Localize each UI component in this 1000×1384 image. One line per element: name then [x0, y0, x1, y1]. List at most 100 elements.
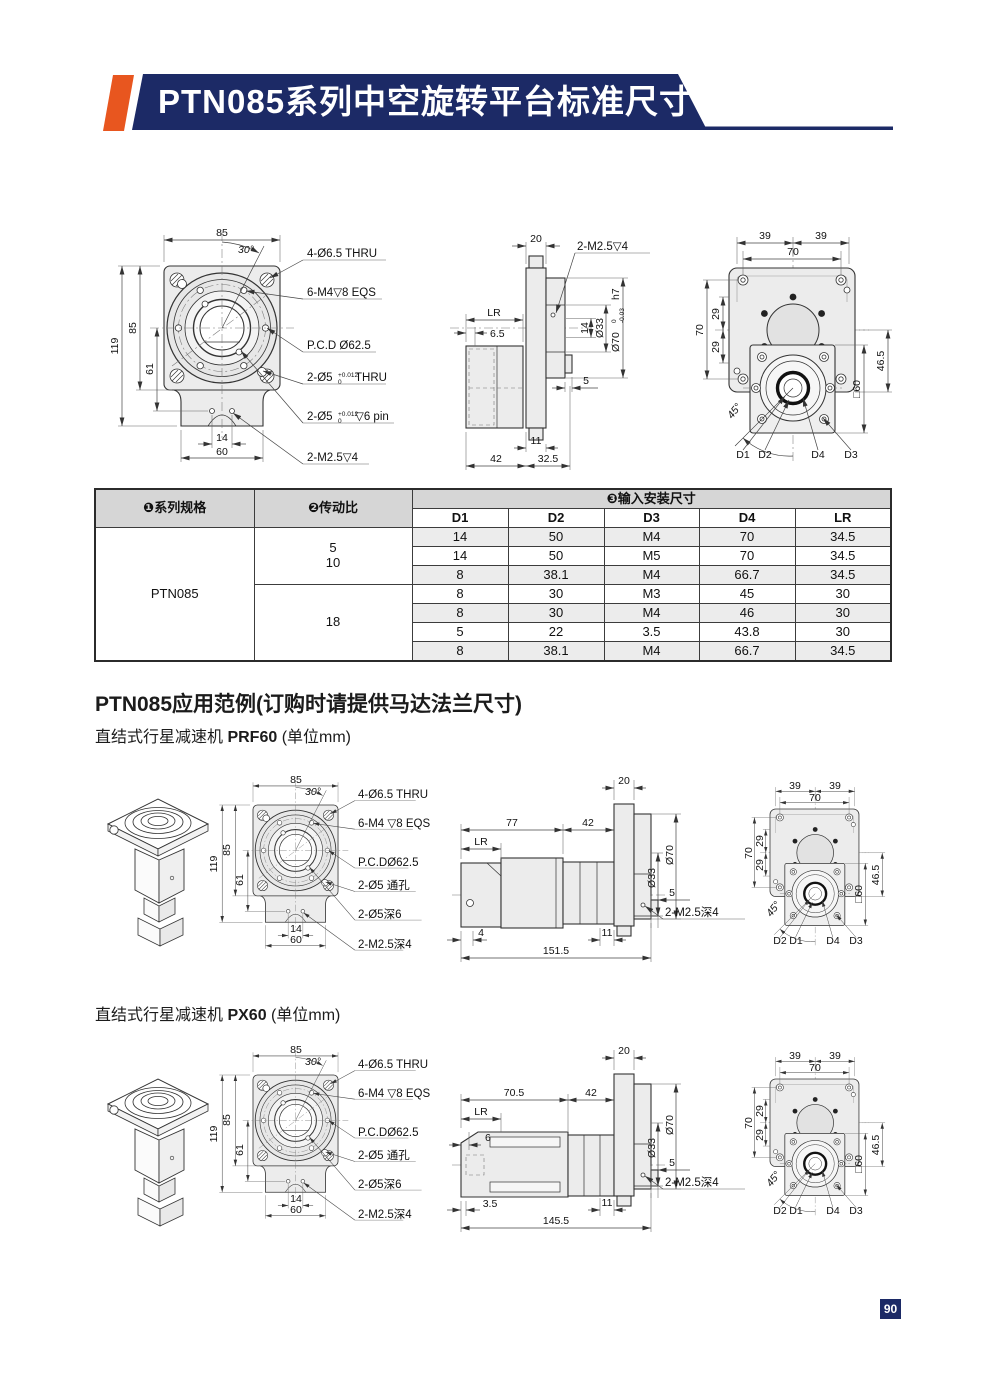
page-title: PTN085系列中空旋转平台标准尺寸: [158, 83, 693, 120]
application-section-title: PTN085应用范例(订购时请提供马达法兰尺寸): [95, 693, 523, 716]
table-row: PTN085 5 10 14 50 M4 70 34.5: [94, 527, 892, 662]
cell: 34.5: [794, 641, 892, 662]
shaft-label: D3: [844, 449, 858, 461]
dim: □60: [851, 380, 863, 398]
callout: P.C.DØ62.5: [358, 1127, 419, 1139]
dim: 20: [618, 1045, 630, 1057]
table-row: 18 8 30 M3 45 30: [95, 584, 892, 662]
dim: 42: [582, 817, 594, 829]
dim: 30°: [305, 1056, 321, 1068]
dim: 70: [743, 847, 755, 859]
px60-rear-view: 39 39 70 70 29 29 46.5 □60 45° D2 D1 D4 …: [743, 1050, 885, 1217]
cell: 14: [411, 546, 509, 566]
col-header-d2: D2: [507, 508, 605, 528]
callout: 2-M2.5▽4: [307, 452, 359, 464]
cell: M4: [603, 565, 700, 585]
table-row: 8 38.1 M4 66.7 34.5: [95, 641, 892, 662]
dim: 14: [216, 432, 228, 444]
dim: 151.5: [543, 945, 569, 957]
dim: 61: [144, 363, 156, 375]
dim: 46.5: [870, 1135, 882, 1156]
dim: 29: [754, 835, 766, 847]
px60-front-view: 85 30° 119 85 61 14 60 4-Ø6.5 THRU 6-M4 …: [208, 1044, 430, 1221]
cell: 30: [794, 603, 892, 623]
callout: 4-Ø6.5 THRU: [358, 1059, 428, 1071]
cell: M3: [603, 584, 700, 604]
callout: 2-Ø5: [307, 411, 333, 423]
cell: 50: [507, 546, 605, 566]
shaft-label: D2: [773, 935, 787, 947]
dim: h7: [610, 288, 622, 300]
dim: LR: [474, 836, 488, 848]
prf60-title-unit: (单位mm): [277, 729, 352, 746]
cell: M4: [603, 641, 700, 662]
dim: 119: [109, 337, 121, 354]
dim: 29: [754, 859, 766, 871]
dim: 29: [710, 341, 722, 353]
std-rear-view: 39 39 70 70 29 29 46.5 □60 45° D1 D2 D4 …: [694, 230, 892, 463]
dim: □60: [853, 885, 865, 903]
dim: 39: [789, 1050, 801, 1062]
table-row: 5 22 3.5 43.8 30: [95, 622, 892, 642]
dim: 14: [290, 1193, 302, 1205]
dim: 61: [234, 1144, 246, 1156]
header-banner: PTN085系列中空旋转平台标准尺寸: [103, 74, 893, 131]
cell: 8: [411, 584, 509, 604]
dim: 45°: [725, 401, 744, 421]
prf60-section-title: 直结式行星减速机 PRF60 (单位mm): [95, 723, 351, 747]
tolerance: +0.012: [338, 372, 358, 379]
dim: 29: [710, 308, 722, 320]
px60-title-prefix: 直结式行星减速机: [95, 1007, 228, 1024]
callout: P.C.DØ62.5: [358, 857, 419, 869]
dim: 85: [127, 322, 139, 334]
prf60-title-prefix: 直结式行星减速机: [95, 729, 228, 746]
dim: □60: [853, 1155, 865, 1173]
callout: P.C.D Ø62.5: [307, 340, 371, 352]
shaft-label: D4: [811, 449, 825, 461]
callout: 2-Ø5 通孔: [358, 1149, 410, 1162]
dim: Ø70: [664, 1115, 676, 1135]
dim: LR: [487, 307, 501, 319]
cell: 66.7: [698, 641, 796, 662]
prf60-model: PRF60: [227, 729, 278, 746]
dim: 70: [809, 1062, 821, 1074]
header-orange-slash: [103, 75, 134, 131]
dim: 39: [759, 230, 771, 242]
cell: 14: [411, 527, 509, 547]
col-header-d1: D1: [411, 508, 509, 528]
dim: 60: [216, 446, 228, 458]
dim: 6: [485, 1132, 491, 1144]
ratio-cell-5-10: 5 10: [253, 527, 413, 585]
dim: 119: [208, 1125, 220, 1142]
dim: 46.5: [870, 865, 882, 886]
dim: 145.5: [543, 1215, 569, 1227]
col-header-lr: LR: [794, 508, 892, 528]
callout: 2-Ø5 通孔: [358, 879, 410, 892]
cell: 34.5: [794, 565, 892, 585]
dim: 11: [602, 1197, 613, 1209]
cell: 34.5: [794, 546, 892, 566]
dim: 46.5: [875, 351, 887, 372]
tolerance: 0: [338, 418, 342, 425]
shaft-label: D1: [789, 1205, 803, 1217]
dim: 5: [583, 375, 589, 387]
px60-section-title: 直结式行星减速机 PX60 (单位mm): [95, 1001, 340, 1025]
tolerance: -0.03: [619, 308, 626, 323]
dim: 85: [221, 1114, 233, 1126]
cell: 38.1: [507, 641, 605, 662]
callout: 4-Ø6.5 THRU: [358, 789, 428, 801]
cell: 30: [507, 584, 605, 604]
dim: 5: [669, 1157, 675, 1169]
std-front-view: 85 30° 119 85 61 14 60 4-Ø6.5 THRU 6-M4▽…: [109, 227, 394, 464]
dim: 70: [743, 1117, 755, 1129]
dim: 77: [506, 817, 518, 829]
series-cell: PTN085: [94, 527, 255, 662]
dim: 39: [829, 1050, 841, 1062]
cell: 8: [411, 603, 509, 623]
callout: 2-M2.5深4: [665, 1175, 719, 1189]
header-navy-ribbon: [132, 74, 707, 130]
dim: 5: [669, 887, 675, 899]
tolerance: 0: [611, 319, 618, 323]
dim: 3.5: [483, 1198, 498, 1210]
